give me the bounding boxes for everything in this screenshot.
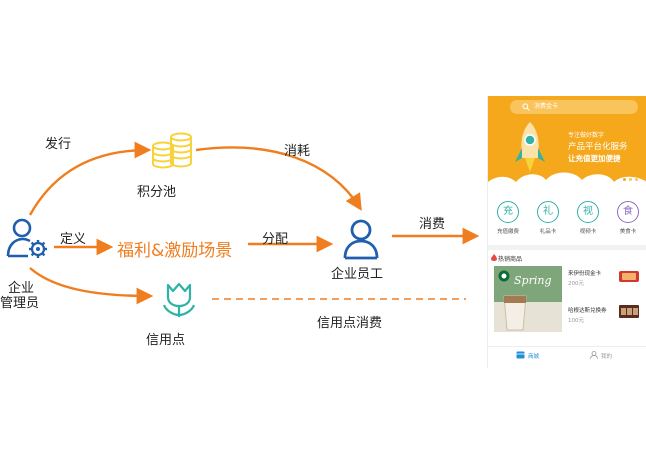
video-icon: 视	[577, 201, 599, 223]
edge-issue-label: 发行	[45, 137, 72, 152]
coffee-cup-icon	[503, 295, 527, 331]
gift-icon: 礼	[537, 201, 559, 223]
ice-cream-box-icon	[619, 305, 639, 318]
edge-allocate-label: 分配	[262, 232, 289, 247]
edge-consume-label: 消费	[419, 217, 446, 232]
rocket-icon	[515, 122, 545, 172]
edge-define-label: 定义	[60, 232, 87, 247]
hero-line2: 产品平台化服务	[568, 142, 628, 152]
carousel-dots[interactable]	[623, 178, 643, 181]
phone-mockup: 消费金卡 专注做好数字 产品平台化服务 让充值更加便捷 充 充值缴费 礼 礼品卡	[487, 96, 646, 368]
food-icon: 食	[617, 201, 639, 223]
promo-text: Spring	[514, 274, 552, 287]
tulip-icon	[162, 282, 196, 317]
category-food-card[interactable]: 食 美食卡	[608, 196, 646, 235]
coin-stack-icon	[152, 132, 192, 169]
category-row: 充 充值缴费 礼 礼品卡 视 视频卡 食 美食卡	[488, 196, 646, 240]
product-name[interactable]: 哈根达斯兑换券	[568, 308, 607, 314]
hot-products-title: 热销商品	[498, 256, 523, 263]
snack-icon	[619, 271, 639, 282]
promo-image[interactable]: Spring	[494, 266, 562, 332]
category-label: 充值缴费	[496, 229, 519, 235]
product-price: 100元	[568, 318, 584, 324]
arrow-admin-to-credit	[29, 267, 154, 305]
search-bar[interactable]: 消费金卡	[510, 100, 638, 114]
product-thumb-icecream[interactable]	[618, 303, 640, 319]
points-pool-label: 积分池	[137, 185, 177, 200]
flame-icon	[491, 254, 497, 261]
arrow-admin-to-pool	[28, 141, 152, 216]
category-label: 美食卡	[619, 229, 637, 235]
product-name[interactable]: 来伊份现金卡	[568, 271, 602, 277]
hero-line1: 专注做好数字	[568, 132, 605, 139]
tab-mall-label: 商城	[528, 354, 540, 360]
category-recharge[interactable]: 充 充值缴费	[488, 196, 528, 235]
user-icon	[590, 351, 598, 359]
hero-banner: 消费金卡 专注做好数字 产品平台化服务 让充值更加便捷	[488, 96, 646, 190]
coffee-logo-icon	[498, 270, 510, 282]
employee-icon	[343, 219, 379, 260]
product-thumb-snack[interactable]	[618, 268, 640, 284]
edge-consume-points-label: 消耗	[284, 144, 311, 159]
benefit-scene-label: 福利&激励场景	[117, 241, 233, 261]
recharge-icon: 充	[497, 201, 519, 223]
category-label: 礼品卡	[539, 229, 557, 235]
search-placeholder: 消费金卡	[534, 103, 559, 110]
arrow-pool-to-employee	[195, 146, 362, 211]
cloud-shape	[488, 172, 646, 190]
bottom-tab-bar: 商城 我的	[488, 346, 646, 368]
admin-label-line1: 企业	[8, 281, 35, 296]
employee-label: 企业员工	[331, 267, 384, 282]
section-divider	[488, 245, 646, 250]
category-video-card[interactable]: 视 视频卡	[568, 196, 608, 235]
tab-mine-label: 我的	[601, 354, 613, 360]
category-label: 视频卡	[579, 229, 597, 235]
category-gift-card[interactable]: 礼 礼品卡	[528, 196, 568, 235]
product-price: 200元	[568, 281, 584, 287]
admin-label-line2: 管理员	[0, 296, 40, 311]
credit-points-label: 信用点	[146, 333, 186, 348]
hero-line3: 让充值更加便捷	[568, 154, 621, 163]
edge-credit-consume-label: 信用点消费	[317, 316, 383, 331]
search-icon	[522, 103, 530, 111]
admin-icon	[6, 218, 47, 258]
store-icon	[516, 351, 525, 359]
